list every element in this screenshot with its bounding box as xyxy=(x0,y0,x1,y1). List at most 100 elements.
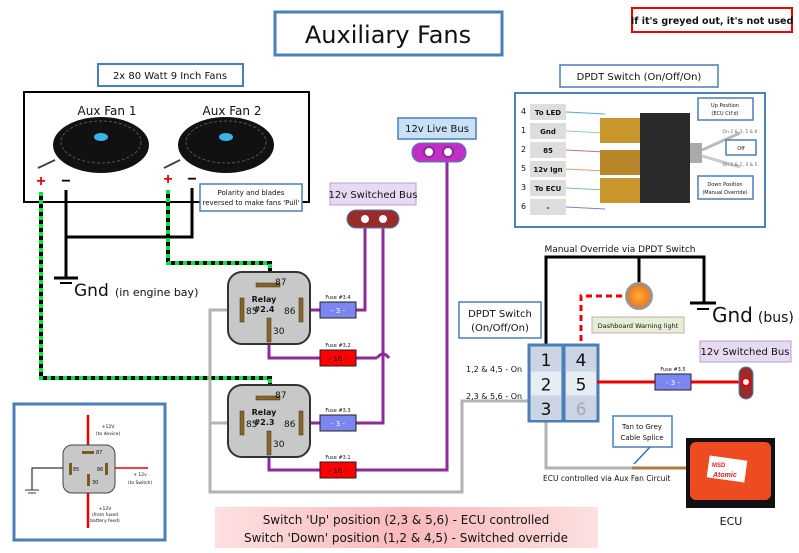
fuse-rating: - 3 - xyxy=(331,420,345,428)
pin-87 xyxy=(255,395,281,401)
fan-1-positive: + xyxy=(36,173,45,190)
pin-label-box xyxy=(530,123,566,139)
svg-text:12v Live Bus: 12v Live Bus xyxy=(405,124,469,135)
fuse-3-4: Fuse #3.4- 3 - xyxy=(319,295,357,319)
greyed-out-note: If it's greyed out, it's not used xyxy=(631,7,794,33)
svg-text:reversed to make fans 'Pull': reversed to make fans 'Pull' xyxy=(202,199,299,207)
fuse-rating: - 10 - xyxy=(329,355,348,363)
on-down-label: On 1 & 2, 4 & 5 xyxy=(723,162,758,168)
fan-2-icon xyxy=(163,117,274,173)
live-bus-terminal xyxy=(411,142,467,163)
svg-text:Switch 'Up' position (2,3 & 5,: Switch 'Up' position (2,3 & 5,6) - ECU c… xyxy=(263,513,550,527)
svg-text:(from fused: (from fused xyxy=(92,512,118,518)
pin-label: Gnd xyxy=(540,128,556,136)
ecu-image: MSD Atomic xyxy=(686,438,775,508)
svg-text:87: 87 xyxy=(96,450,102,456)
pin-number: 1 xyxy=(521,126,526,135)
pin-86 xyxy=(298,297,304,323)
pin-label: - xyxy=(547,204,550,212)
pin-wire xyxy=(565,187,606,191)
relay-name: Relay xyxy=(252,408,277,417)
page-title: Auxiliary Fans xyxy=(273,10,504,57)
fan-2-negative: − xyxy=(187,171,196,188)
fuse-label: Fuse #3.2 xyxy=(325,343,350,349)
svg-text:(to Switch): (to Switch) xyxy=(128,480,153,486)
svg-text:Polarity and blades: Polarity and blades xyxy=(218,189,285,197)
pin-wire xyxy=(565,111,606,115)
dpdt-photo-header: DPDT Switch (On/Off/On) xyxy=(559,64,719,88)
fuse-rating: - 10 - xyxy=(329,467,348,475)
pin-wire xyxy=(565,149,606,153)
dpdt-switch-label: DPDT Switch (On/Off/On) xyxy=(458,301,542,339)
on-up-label: On 2 & 3, 5 & 6 xyxy=(723,129,758,135)
svg-text:MSD: MSD xyxy=(712,463,726,469)
fuse-body xyxy=(319,414,357,432)
off-position-label: Off xyxy=(725,139,757,156)
terminal-2: 2 xyxy=(541,376,552,396)
svg-text:Dashboard Warning light: Dashboard Warning light xyxy=(598,322,679,330)
splice-callout: Tan to Grey Cable Splice xyxy=(612,415,673,465)
svg-text:12v Switched Bus: 12v Switched Bus xyxy=(701,347,790,358)
svg-text:12v Switched Bus: 12v Switched Bus xyxy=(329,190,418,201)
terminal-cell xyxy=(531,347,561,371)
svg-text:(Manual Override): (Manual Override) xyxy=(702,190,747,196)
fuse-label: Fuse #3.3 xyxy=(325,408,350,414)
pin-85-label: 85 xyxy=(246,307,257,317)
relay-id: #2.4 xyxy=(254,305,275,314)
fuse-rating: - 3 - xyxy=(666,379,680,387)
terminal-cell xyxy=(531,371,561,396)
svg-text:battery feed): battery feed) xyxy=(90,518,120,524)
pin-85 xyxy=(239,410,245,436)
bus-ground-label: Gnd(bus) xyxy=(712,303,794,327)
pin-85-label: 85 xyxy=(246,420,257,430)
fuse-3-5: Fuse #3.5 - 3 - xyxy=(654,367,692,391)
pin-86-label: 86 xyxy=(284,420,296,430)
fuse-body xyxy=(319,349,357,367)
svg-text:Tan to Grey: Tan to Grey xyxy=(621,423,662,431)
svg-text:+ 12v: + 12v xyxy=(133,472,147,478)
pin-30 xyxy=(266,317,272,343)
pin-87-label: 87 xyxy=(275,391,286,401)
terminal-5: 5 xyxy=(576,376,587,396)
terminal-3: 3 xyxy=(541,400,552,420)
pin-label: 12v Ign xyxy=(533,166,562,174)
ecu-label: ECU xyxy=(720,515,743,528)
pin-number: 3 xyxy=(521,183,526,192)
pin-label: To LED xyxy=(535,109,561,117)
pin-86-label: 86 xyxy=(284,307,296,317)
pin-wire xyxy=(565,130,606,134)
switched-bus-label: 12v Switched Bus xyxy=(329,182,418,206)
svg-text:+12V: +12V xyxy=(99,506,112,512)
svg-text:85: 85 xyxy=(73,467,79,473)
terminal-6: 6 xyxy=(576,400,587,420)
terminal-cell xyxy=(566,371,596,396)
svg-text:86: 86 xyxy=(97,467,103,473)
pin-number: 6 xyxy=(521,202,526,211)
svg-text:+12V: +12V xyxy=(102,424,115,430)
svg-text:Up Position: Up Position xyxy=(711,103,739,109)
fuse-label: Fuse #3.5 xyxy=(660,367,685,373)
switched-bus-right-label: 12v Switched Bus xyxy=(699,340,792,363)
pin-label-box xyxy=(530,142,566,158)
warning-light-label: Dashboard Warning light xyxy=(591,316,685,334)
terminal-4: 4 xyxy=(576,351,587,371)
svg-text:30: 30 xyxy=(92,480,98,486)
svg-text:Off: Off xyxy=(737,146,745,152)
pin-number: 4 xyxy=(521,107,526,116)
pin-wire xyxy=(565,168,606,172)
engine-bay-ground-label: Gnd xyxy=(74,281,109,301)
pin-85 xyxy=(239,297,245,323)
ecu-trigger-wire xyxy=(208,308,686,494)
pin-label: 85 xyxy=(543,147,553,155)
fuse-body xyxy=(319,461,357,479)
warning-light-wire xyxy=(579,294,632,345)
svg-text:(On/Off/On): (On/Off/On) xyxy=(471,323,529,334)
svg-text:If it's greyed out, it's not u: If it's greyed out, it's not used xyxy=(631,16,794,27)
fuse-3-2: Fuse #3.2 - 10 - xyxy=(319,343,357,367)
fan-2-positive: + xyxy=(163,171,172,188)
pin-87 xyxy=(255,282,281,288)
